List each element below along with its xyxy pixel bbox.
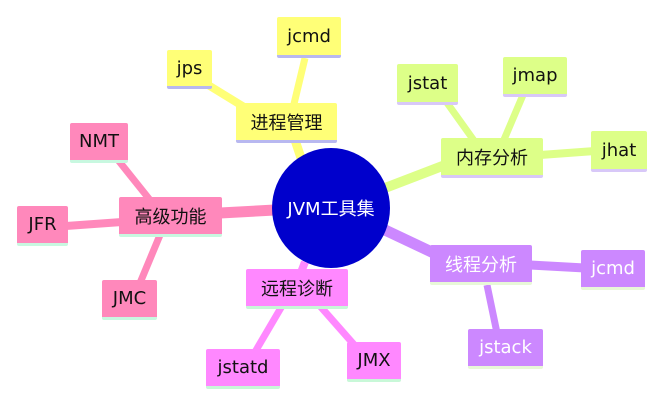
link-advanced-jmc <box>136 233 164 285</box>
link-process-jcmd <box>289 57 309 109</box>
leaf-jhat[interactable]: jhat <box>591 131 647 172</box>
leaf-jps[interactable]: jps <box>167 50 212 89</box>
leaf-jcmd-process[interactable]: jcmd <box>277 17 341 58</box>
leaf-jmap[interactable]: jmap <box>503 57 567 97</box>
central-topic[interactable]: JVM工具集 <box>272 148 390 268</box>
branch-memory-analysis[interactable]: 内存分析 <box>441 138 543 178</box>
leaf-jstat[interactable]: jstat <box>397 64 458 105</box>
branch-remote-diagnosis[interactable]: 远程诊断 <box>246 269 348 309</box>
link-center-memory <box>383 160 447 193</box>
leaf-jfr[interactable]: JFR <box>17 206 68 246</box>
leaf-jstatd[interactable]: jstatd <box>206 349 280 389</box>
branch-thread-analysis[interactable]: 线程分析 <box>430 245 532 285</box>
link-remote-jstatd <box>251 304 286 354</box>
link-memory-jstat <box>442 97 478 145</box>
leaf-jcmd-thread[interactable]: jcmd <box>581 250 645 290</box>
link-advanced-nmt <box>115 157 153 203</box>
link-advanced-jfr <box>65 218 123 230</box>
link-remote-jmx <box>317 303 360 351</box>
link-memory-jhat <box>539 147 596 159</box>
branch-advanced-features[interactable]: 高级功能 <box>119 197 222 237</box>
leaf-jstack[interactable]: jstack <box>468 329 543 369</box>
leaf-jmc[interactable]: JMC <box>102 280 157 320</box>
leaf-jmx[interactable]: JMX <box>347 342 401 382</box>
link-thread-jstack <box>483 284 501 334</box>
branch-process-management[interactable]: 进程管理 <box>236 103 337 143</box>
link-center-advanced <box>219 204 276 219</box>
leaf-nmt[interactable]: NMT <box>70 123 128 163</box>
link-memory-jmap <box>499 93 527 144</box>
link-thread-jcmd <box>529 260 586 273</box>
